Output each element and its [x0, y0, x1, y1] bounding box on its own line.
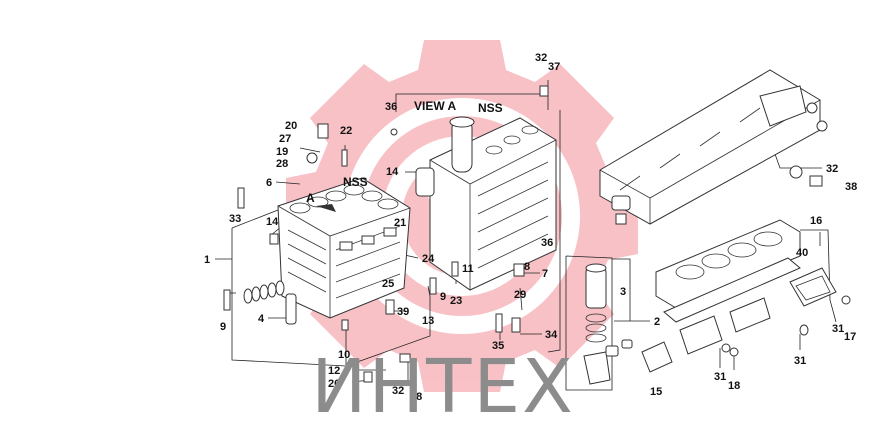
part-label-23: 23	[450, 295, 462, 307]
view-arrow-icon	[316, 204, 336, 212]
part-label-39: 39	[397, 306, 409, 318]
part-label-8: 8	[524, 261, 530, 273]
hardware-bolts	[223, 85, 823, 383]
part-label-22: 22	[340, 125, 352, 137]
part-label-28: 28	[276, 158, 288, 170]
part-label-33: 33	[229, 213, 241, 225]
part-label-3: 3	[620, 286, 626, 298]
lower-right-block	[641, 219, 851, 373]
cylinder-head	[415, 116, 557, 291]
leader-lines	[215, 80, 837, 383]
part-label-15: 15	[650, 386, 662, 398]
part-label-9-left: 9	[220, 321, 226, 333]
piston-rings	[243, 280, 297, 325]
part-label-24: 24	[422, 253, 435, 265]
part-label-40: 40	[796, 247, 808, 259]
part-label-25: 25	[382, 278, 394, 290]
part-number-labels: 1 2 3 4 6 7 8 9 9 10 11 12 13 14 14 15 1…	[204, 52, 857, 403]
nss-label-upper: NSS	[478, 101, 503, 115]
part-label-12: 12	[328, 365, 340, 377]
part-label-31-bottom: 31	[714, 371, 726, 383]
part-label-32-right: 32	[826, 163, 838, 175]
part-label-34: 34	[545, 329, 558, 341]
part-label-36-right: 36	[541, 237, 553, 249]
part-label-1: 1	[204, 254, 210, 266]
upper-right-block	[599, 69, 828, 225]
part-label-13: 13	[422, 315, 434, 327]
view-arrow-label: A	[306, 191, 315, 205]
view-a-label: VIEW A	[414, 99, 457, 113]
part-label-7: 7	[542, 268, 548, 280]
part-label-29: 29	[514, 289, 526, 301]
liner-assembly	[565, 255, 633, 391]
part-label-38-bottom: 38	[410, 391, 422, 403]
part-label-9-center: 9	[440, 291, 446, 303]
part-label-38-right: 38	[845, 181, 857, 193]
part-label-27: 27	[279, 133, 291, 145]
part-label-32-bottom: 32	[392, 385, 404, 397]
part-label-36-top: 36	[385, 101, 397, 113]
part-label-11: 11	[462, 263, 474, 275]
part-label-26: 26	[328, 378, 340, 390]
part-label-4: 4	[258, 313, 265, 325]
part-label-6: 6	[266, 177, 272, 189]
part-label-14-left: 14	[266, 216, 279, 228]
engine-block	[277, 177, 411, 319]
part-label-20: 20	[285, 120, 297, 132]
nss-label-lower: NSS	[343, 175, 368, 189]
part-label-17: 17	[844, 331, 856, 343]
watermark-text: ИНТЕХ	[311, 344, 575, 430]
part-label-31-right: 31	[832, 323, 844, 335]
part-label-10: 10	[338, 349, 350, 361]
part-label-18: 18	[728, 380, 740, 392]
part-label-31-lower-right: 31	[794, 355, 806, 367]
part-label-37: 37	[548, 61, 560, 73]
part-label-32-top: 32	[535, 52, 547, 64]
part-label-21: 21	[394, 217, 406, 229]
part-label-2: 2	[654, 316, 660, 328]
part-label-14-center: 14	[386, 166, 399, 178]
part-label-16: 16	[810, 215, 822, 227]
part-label-19: 19	[276, 146, 288, 158]
part-label-35: 35	[492, 340, 504, 352]
